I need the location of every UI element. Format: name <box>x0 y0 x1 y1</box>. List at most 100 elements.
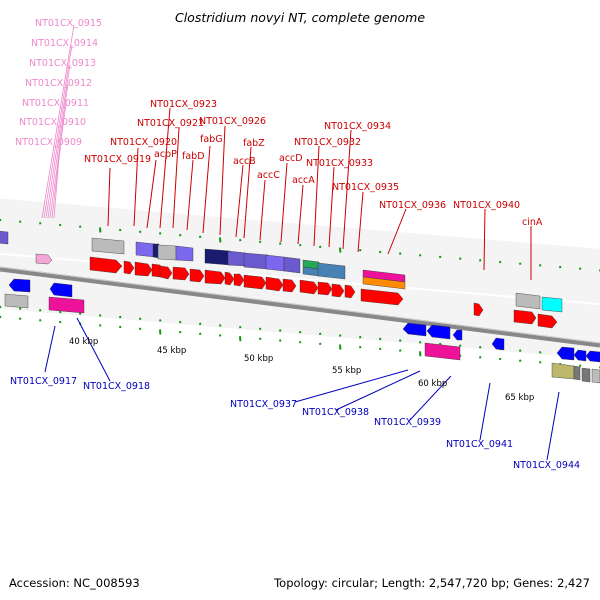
gene-feature[interactable] <box>402 322 427 337</box>
gene-feature[interactable] <box>573 365 581 381</box>
gene-label[interactable]: NT01CX_0940 <box>453 200 520 211</box>
gene-feature[interactable] <box>317 281 333 296</box>
gene-feature[interactable] <box>331 283 345 298</box>
gene-label[interactable]: NT01CX_0934 <box>324 121 391 132</box>
gene-feature[interactable] <box>491 337 505 351</box>
gene-feature[interactable] <box>134 261 153 277</box>
gene-feature[interactable] <box>135 241 156 258</box>
gene-label[interactable]: NT01CX_0939 <box>374 417 441 428</box>
genome-backbone-highlight <box>0 266 600 344</box>
gene-feature[interactable] <box>591 368 600 384</box>
gene-feature[interactable] <box>426 324 451 340</box>
gene-feature[interactable] <box>282 278 297 293</box>
gene-feature[interactable] <box>573 349 587 362</box>
gene-label[interactable]: NT01CX_0935 <box>332 182 399 193</box>
forward-track-band <box>0 192 600 310</box>
gene-label[interactable]: NT01CX_0938 <box>302 407 369 418</box>
gene-feature[interactable] <box>172 266 190 281</box>
gene-label[interactable]: NT01CX_0932 <box>294 137 361 148</box>
gene-label[interactable]: acpP <box>154 149 177 160</box>
gene-label[interactable]: NT01CX_0921 <box>137 118 204 129</box>
gene-label[interactable]: NT01CX_0920 <box>110 137 177 148</box>
forward-leader-lines <box>107 107 532 280</box>
gene-label[interactable]: accC <box>257 170 280 181</box>
gene-feature[interactable] <box>204 269 226 285</box>
gene-feature[interactable] <box>537 313 558 329</box>
gene-feature[interactable] <box>515 292 541 310</box>
gene-feature[interactable] <box>265 254 285 272</box>
gene-feature[interactable] <box>189 268 205 283</box>
map-title: Clostridium novyi NT, complete genome <box>175 10 425 25</box>
gene-label[interactable]: NT01CX_0913 <box>29 58 96 69</box>
gene-label[interactable]: fabD <box>182 151 205 162</box>
gene-label[interactable]: fabG <box>200 134 223 145</box>
gene-feature[interactable] <box>283 256 301 274</box>
gene-label[interactable]: accB <box>233 156 256 167</box>
gene-feature[interactable] <box>299 279 319 295</box>
gene-feature[interactable] <box>48 296 85 314</box>
gene-feature[interactable] <box>317 262 346 280</box>
gene-feature[interactable] <box>541 296 563 313</box>
gene-label[interactable]: accA <box>292 175 315 186</box>
gene-label[interactable]: NT01CX_0933 <box>306 158 373 169</box>
gene-label[interactable]: NT01CX_0910 <box>19 117 86 128</box>
scale-tick-label: 65 kbp <box>505 393 534 403</box>
reverse-features <box>4 278 600 384</box>
gene-label[interactable]: accD <box>279 153 303 164</box>
scale-tick-label: 40 kbp <box>69 337 98 347</box>
gene-feature[interactable] <box>360 288 404 306</box>
scale-tick-label: 45 kbp <box>157 346 186 356</box>
gene-feature[interactable] <box>159 265 173 280</box>
gene-feature[interactable] <box>452 329 463 341</box>
gene-label[interactable]: NT01CX_0926 <box>199 116 266 127</box>
gene-feature[interactable] <box>89 256 123 274</box>
gene-label[interactable]: NT01CX_0915 <box>35 18 102 29</box>
gene-feature[interactable] <box>243 252 269 270</box>
gene-label[interactable]: fabZ <box>243 138 265 149</box>
gene-feature[interactable] <box>581 367 591 383</box>
gene-feature[interactable] <box>35 253 53 265</box>
gene-label[interactable]: NT01CX_0914 <box>31 38 98 49</box>
gene-feature[interactable] <box>233 273 245 287</box>
gene-feature[interactable] <box>556 346 575 361</box>
gene-feature[interactable] <box>157 244 177 261</box>
gene-feature[interactable] <box>265 276 284 292</box>
gene-feature[interactable] <box>49 282 73 298</box>
topology-text: Topology: circular; Length: 2,547,720 bp… <box>274 576 590 590</box>
gene-feature[interactable] <box>204 248 231 266</box>
gene-feature[interactable] <box>91 237 125 255</box>
gene-label[interactable]: NT01CX_0919 <box>84 154 151 165</box>
gene-label[interactable]: NT01CX_0909 <box>15 137 82 148</box>
gene-label[interactable]: NT01CX_0923 <box>150 99 217 110</box>
gene-label[interactable]: NT01CX_0941 <box>446 439 513 450</box>
gene-feature[interactable] <box>551 362 575 380</box>
gene-feature[interactable] <box>227 250 247 267</box>
gene-feature[interactable] <box>123 260 135 275</box>
gene-feature[interactable] <box>4 293 29 309</box>
gene-feature[interactable] <box>224 271 235 286</box>
gene-label[interactable]: NT01CX_0917 <box>10 376 77 387</box>
genome-backbone <box>0 266 600 348</box>
gene-feature[interactable] <box>243 274 267 290</box>
gene-feature[interactable] <box>344 284 356 299</box>
gene-feature[interactable] <box>473 302 484 317</box>
forward-features <box>0 230 563 329</box>
gene-feature[interactable] <box>0 230 9 245</box>
gene-feature[interactable] <box>175 245 194 262</box>
scale-tick-label: 60 kbp <box>418 379 447 389</box>
gene-label[interactable]: cinA <box>522 217 543 228</box>
gene-label[interactable]: NT01CX_0937 <box>230 399 297 410</box>
gene-label[interactable]: NT01CX_0912 <box>25 78 92 89</box>
scale-ticks: 40 kbp 45 kbp 50 kbp 55 kbp 60 kbp 65 kb… <box>69 337 534 403</box>
gene-label[interactable]: NT01CX_0911 <box>22 98 89 109</box>
gene-feature[interactable] <box>8 278 31 293</box>
gene-feature[interactable] <box>362 276 406 290</box>
gene-feature[interactable] <box>424 342 461 361</box>
gene-feature[interactable] <box>585 350 600 363</box>
gene-label[interactable]: NT01CX_0936 <box>379 200 446 211</box>
gene-feature[interactable] <box>513 309 537 325</box>
gene-label[interactable]: NT01CX_0944 <box>513 460 580 471</box>
reverse-leader-lines <box>44 317 560 461</box>
gene-label[interactable]: NT01CX_0918 <box>83 381 150 392</box>
